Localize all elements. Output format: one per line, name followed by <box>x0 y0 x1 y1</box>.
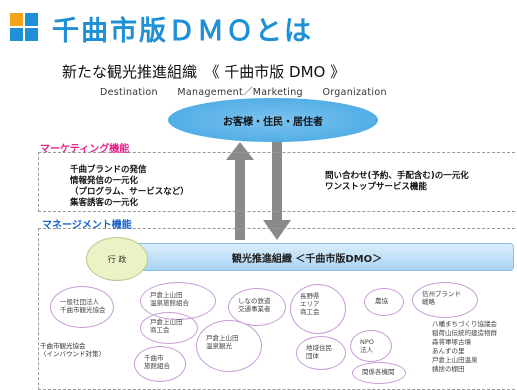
list-item: 稲荷山伝統的建造物群 <box>432 329 497 337</box>
stakeholder-label: 千曲市旅館組合 <box>144 354 170 370</box>
right-organizations-list: 八幡まちづくり協議会 稲荷山伝統的建造物群 森将軍塚古墳 あんずの里 戸倉上山田… <box>432 320 497 374</box>
dmo-organization-bar: 観光推進組織 ＜千曲市版DMO＞ <box>100 243 514 271</box>
stakeholder-ring <box>196 320 262 372</box>
management-label: マネージメント機能 <box>42 220 132 231</box>
marketing-right-list: 問い合わせ(予約、手配含む)の一元化 ワンストップサービス機能 <box>325 171 469 193</box>
stakeholder-label: 戸倉上山田温泉観光 <box>206 334 239 350</box>
list-item: 情報発信の一元化 <box>70 176 139 186</box>
stakeholder-label: 農協 <box>375 297 388 305</box>
stakeholder-ring <box>140 312 198 344</box>
stakeholder-ring <box>228 288 286 326</box>
government-label: 行 政 <box>107 254 127 264</box>
dmo-bar-label: 観光推進組織 ＜千曲市版DMO＞ <box>231 253 383 265</box>
bidirectional-arrows <box>226 142 291 240</box>
list-item: 姨捨の棚田 <box>432 365 465 373</box>
logo-square-blue-3 <box>25 28 38 41</box>
list-item: 集客誘客の一元化 <box>70 198 139 208</box>
logo-square-orange <box>10 13 23 26</box>
list-item: 千曲ブランドの発信 <box>70 165 147 175</box>
stakeholder-label: 戸倉上山田温泉旅館組合 <box>150 291 189 307</box>
government-circle: 行 政 <box>86 237 148 281</box>
logo-square-blue-2 <box>10 28 23 41</box>
stakeholder-label: 関係各機関 <box>362 368 395 376</box>
logo-square-blue-1 <box>25 13 38 26</box>
list-item: 八幡まちづくり協議会 <box>432 320 497 328</box>
down-arrow <box>263 142 291 240</box>
list-item: 森将軍塚古墳 <box>432 338 471 346</box>
marketing-section <box>38 152 515 212</box>
up-arrow <box>226 142 254 240</box>
stakeholder-ring <box>134 346 186 382</box>
stakeholder-ring <box>364 288 404 316</box>
stakeholder-label: 戸倉上山田商工会 <box>150 318 183 334</box>
marketing-functions-list: 千曲ブランドの発信 情報発信の一元化 （プログラム、サービスなど） 集客誘客の一… <box>70 165 189 209</box>
list-item: 問い合わせ(予約、手配含む)の一元化 <box>325 171 469 181</box>
list-item: （プログラム、サービスなど） <box>70 187 189 197</box>
stakeholder-ring <box>352 362 406 384</box>
stakeholder-ring <box>50 286 114 328</box>
stakeholder-ring <box>296 336 346 370</box>
customers-label: お客様・住民・居住者 <box>223 116 323 128</box>
logo-icon <box>10 13 40 43</box>
marketing-label: マーケティング機能 <box>40 144 130 155</box>
stakeholder-label: 一般社団法人千曲市観光協会 <box>60 298 106 314</box>
page-title: 千曲市版ＤＭＯとは <box>52 16 313 47</box>
subtitle-english: Destination Management／Marketing Organiz… <box>100 87 387 98</box>
list-item: ワンストップサービス機能 <box>325 182 427 192</box>
stakeholder-label: しなの鉄道交通事業者 <box>238 297 271 313</box>
list-item: 戸倉上山田温泉 <box>432 356 478 364</box>
list-item: あんずの里 <box>432 347 465 355</box>
subtitle: 新たな観光推進組織 《 千曲市版 DMO 》 <box>62 63 346 81</box>
stakeholder-label: 地域住民団体 <box>306 344 332 360</box>
left-note: 千曲市観光協会〈インバウンド対策〉 <box>40 342 105 358</box>
stakeholder-ring <box>290 284 346 334</box>
stakeholder-label: 信州ブランド戦略 <box>422 290 461 306</box>
customers-oval: お客様・住民・居住者 <box>168 98 378 142</box>
stakeholder-ring <box>412 282 478 318</box>
stakeholder-label: 長野県エリア商工会 <box>300 292 320 316</box>
